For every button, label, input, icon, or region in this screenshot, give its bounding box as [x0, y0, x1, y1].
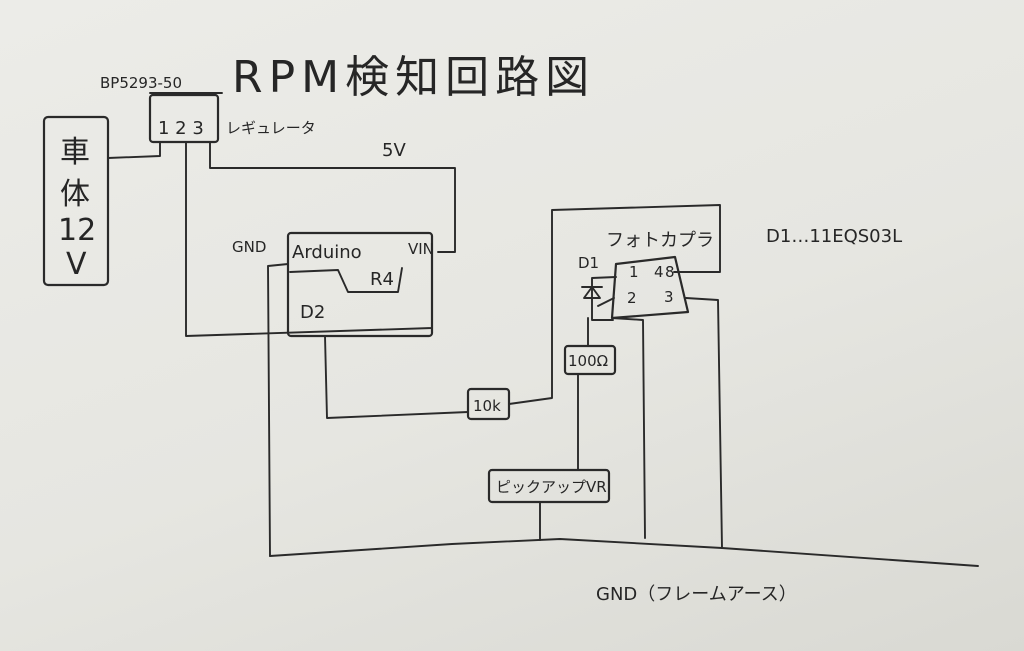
wire-d2-to-resistor — [324, 335, 469, 419]
wire-diode-loop — [591, 276, 617, 321]
diode-part-note: D1…11EQS03L — [766, 226, 902, 247]
resistor-100-box — [563, 344, 617, 376]
battery-label-3: 12 — [58, 213, 96, 248]
photocoupler-box — [610, 255, 690, 320]
photocoupler-pin4: 4 — [654, 263, 664, 281]
resistor-10k-label: 10k — [473, 397, 501, 415]
battery-label-2: 体 — [60, 177, 90, 212]
arduino-vin-label: VIN — [408, 240, 434, 258]
battery-box — [42, 115, 110, 287]
wire-pullup-loop — [508, 204, 721, 405]
regulator-box — [148, 93, 220, 144]
diagram-title: RPM検知回路図 — [232, 52, 595, 103]
arduino-name-label: Arduino — [292, 242, 362, 263]
arduino-box — [286, 231, 434, 338]
battery-label-1: 車 — [60, 135, 90, 170]
diode-to-pin2 — [597, 297, 615, 307]
arduino-inner-outline — [289, 267, 403, 293]
photocoupler-name-label: フォトカプラ — [606, 230, 714, 251]
diode-label: D1 — [578, 254, 599, 272]
wire-photocoupler-pin3-ground — [685, 297, 723, 549]
pickup-box — [487, 468, 611, 504]
ground-bus — [269, 538, 979, 567]
regulator-name-label: レギュレータ — [226, 119, 316, 137]
diode-symbol — [583, 286, 601, 299]
wire-5v-supply — [209, 141, 456, 253]
photocoupler-pin1: 1 — [629, 263, 639, 281]
photocoupler-pin3: 3 — [664, 288, 674, 306]
photocoupler-pin2: 2 — [627, 289, 637, 307]
ground-label: GND（フレームアース） — [596, 584, 797, 605]
wire-battery-to-regulator — [107, 141, 161, 159]
arduino-model-label: R4 — [370, 269, 394, 290]
battery-label-4: V — [66, 247, 87, 282]
regulator-part-label: BP5293-50 — [100, 74, 182, 92]
pickup-label: ピックアップVR — [496, 478, 607, 496]
wire-photocoupler-pin2-ground — [611, 317, 646, 539]
supply-5v-label: 5V — [382, 140, 406, 161]
wire-arduino-ground — [267, 263, 289, 557]
regulator-pins-label: 1 2 3 — [158, 118, 204, 139]
arduino-gnd-label: GND — [232, 238, 266, 256]
resistor-100-label: 100Ω — [568, 352, 608, 370]
photocoupler-pin8: 8 — [665, 263, 675, 281]
arduino-pin-label: D2 — [300, 302, 325, 323]
